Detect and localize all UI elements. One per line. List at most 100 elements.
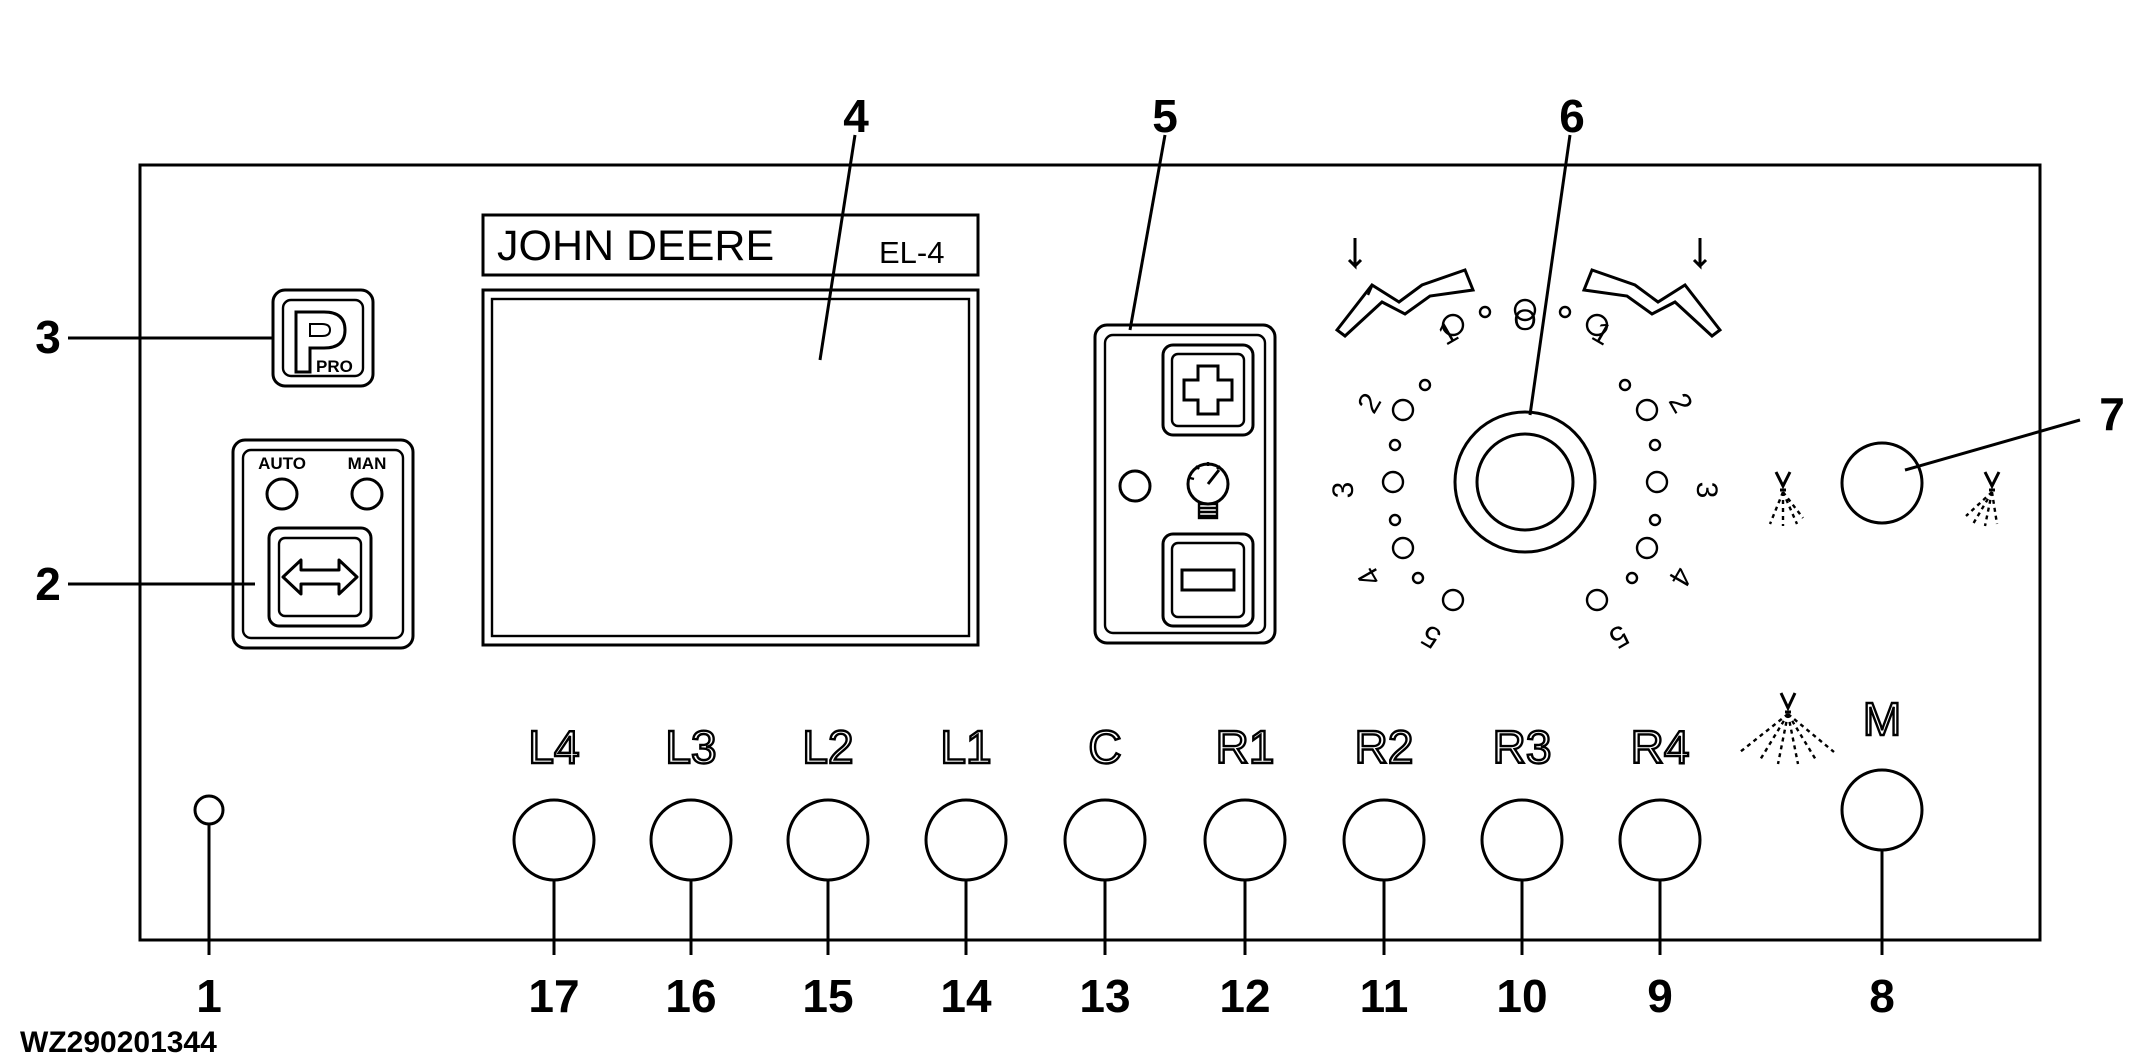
section-key-label-l3: L3: [665, 721, 716, 773]
dial-position-dot: [1645, 470, 1669, 494]
dial-position-dot: [1478, 305, 1492, 319]
section-l3-button[interactable]: [649, 798, 733, 882]
display-screen: [481, 288, 980, 647]
dial-position-dot: [1635, 398, 1659, 422]
panel-outline: [138, 163, 2042, 942]
callout-number-6: 6: [1559, 90, 1585, 142]
dial-position-dot: [1585, 313, 1609, 337]
section-key-label-l4: L4: [528, 721, 579, 773]
dial-position-dot: [1441, 313, 1465, 337]
callout-number-17: 17: [528, 970, 579, 1022]
dial-left-label-4: 4: [1351, 561, 1388, 592]
section-key-label-c: C: [1088, 721, 1121, 773]
section-r4-button[interactable]: [1618, 798, 1702, 882]
boom-fold-icon: [1334, 238, 1723, 338]
dial-position-dot: [1411, 571, 1425, 585]
minus-icon: [1180, 568, 1236, 592]
dial-left-label-3: 3: [1327, 482, 1360, 499]
section-l2-button[interactable]: [786, 798, 870, 882]
callout-number-15: 15: [802, 970, 853, 1022]
dial-position-dot: [1388, 513, 1402, 527]
callout-number-10: 10: [1496, 970, 1547, 1022]
pro-logo-icon: PRO: [294, 310, 353, 376]
callout-line-5: [1128, 134, 1167, 331]
dial-position-dot: [1635, 536, 1659, 560]
brand-plate: JOHN DEERE EL-4: [481, 213, 980, 277]
callout-number-5: 5: [1152, 90, 1178, 142]
spray-nozzle-right-icon: [1965, 471, 2001, 527]
dial-right-label-5: 5: [1603, 618, 1634, 655]
dial-position-dot: [1618, 378, 1632, 392]
dial-right-label-3: 3: [1690, 482, 1723, 499]
auto-label: AUTO: [258, 454, 306, 473]
double-arrow-icon: [281, 558, 359, 596]
dial-knob-inner[interactable]: [1475, 432, 1575, 532]
pressure-indicator-led: [1118, 469, 1152, 503]
callout-number-3: 3: [35, 311, 61, 363]
section-c-button[interactable]: [1063, 798, 1147, 882]
boom-height-dial: O 1 2 3 4 5 1 2 3 4 5: [1327, 298, 1723, 655]
section-r3-button[interactable]: [1480, 798, 1564, 882]
plus-icon: [1182, 364, 1234, 416]
auto-man-block: AUTO MAN: [231, 438, 415, 650]
auto-man-toggle-button[interactable]: [267, 526, 373, 628]
pressure-block: [1093, 323, 1277, 645]
callout-number-7: 7: [2099, 388, 2125, 440]
man-label: MAN: [348, 454, 387, 473]
section-r2-button[interactable]: [1342, 798, 1426, 882]
pressure-decrease-button[interactable]: [1161, 532, 1255, 628]
dial-knob-outer[interactable]: [1453, 410, 1597, 554]
master-switch-button[interactable]: [1840, 768, 1924, 852]
brand-name: JOHN DEERE: [497, 222, 774, 270]
dial-position-dot: [1625, 571, 1639, 585]
callout-number-8: 8: [1869, 970, 1895, 1022]
power-indicator-led: [193, 794, 225, 826]
dial-position-dot: [1558, 305, 1572, 319]
man-indicator-led: [350, 477, 384, 511]
pressure-increase-button[interactable]: [1161, 343, 1255, 437]
section-key-label-l2: L2: [802, 721, 853, 773]
dial-position-dot: [1391, 398, 1415, 422]
section-key-label-r2: R2: [1355, 721, 1414, 773]
spray-mode-button[interactable]: [1840, 441, 1924, 525]
callout-number-12: 12: [1219, 970, 1270, 1022]
callout-line-7: [1904, 418, 2081, 472]
callout-number-14: 14: [940, 970, 992, 1022]
callout-number-9: 9: [1647, 970, 1673, 1022]
section-l4-button[interactable]: [512, 798, 596, 882]
callout-number-1: 1: [196, 970, 222, 1022]
pro-button[interactable]: PRO: [271, 288, 375, 388]
dial-position-dot: [1585, 588, 1609, 612]
auto-indicator-led: [265, 477, 299, 511]
dial-position-dot: [1418, 378, 1432, 392]
dial-right-label-2: 2: [1662, 388, 1699, 419]
dial-position-dot: [1381, 470, 1405, 494]
spray-nozzle-master-icon: [1739, 692, 1835, 765]
pressure-gauge-icon: [1186, 462, 1230, 520]
callout-line-4: [818, 134, 857, 361]
spray-nozzle-left-icon: [1768, 471, 1804, 526]
dial-position-dot: [1391, 536, 1415, 560]
callout-number-13: 13: [1079, 970, 1130, 1022]
figure-id: WZ290201344: [20, 1026, 217, 1059]
dial-right-label-4: 4: [1662, 561, 1699, 592]
dial-position-dot: [1441, 588, 1465, 612]
dial-position-dot: [1513, 298, 1537, 322]
section-key-label-r4: R4: [1631, 721, 1690, 773]
callout-number-2: 2: [35, 558, 61, 610]
section-key-label-r3: R3: [1493, 721, 1552, 773]
dial-left-label-2: 2: [1351, 388, 1388, 419]
dial-left-label-5: 5: [1416, 618, 1447, 655]
section-l1-button[interactable]: [924, 798, 1008, 882]
dial-position-dot: [1648, 438, 1662, 452]
section-key-label-r1: R1: [1216, 721, 1275, 773]
callout-number-11: 11: [1360, 970, 1409, 1022]
section-key-label-l1: L1: [940, 721, 991, 773]
section-r1-button[interactable]: [1203, 798, 1287, 882]
callout-line-6: [1528, 134, 1572, 416]
dial-position-dot: [1648, 513, 1662, 527]
model-name: EL-4: [879, 235, 944, 270]
callout-number-16: 16: [665, 970, 716, 1022]
dial-position-dot: [1388, 438, 1402, 452]
